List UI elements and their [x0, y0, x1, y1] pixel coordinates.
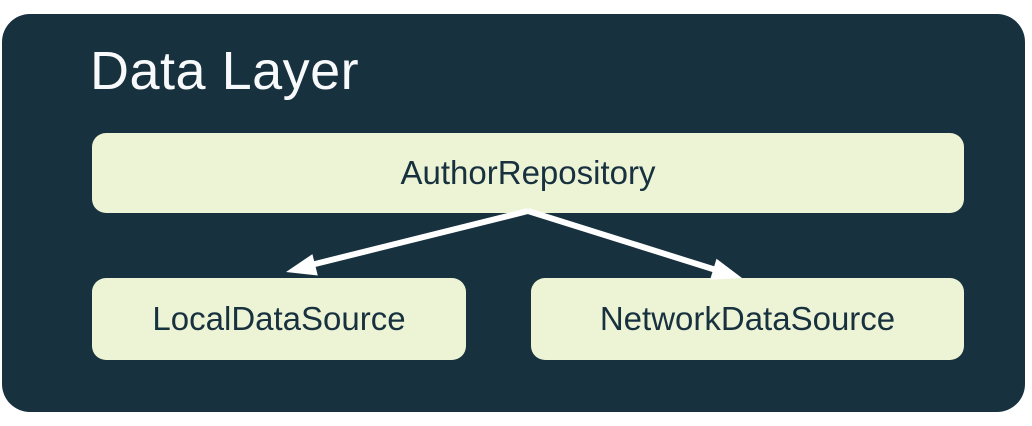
node-network-data-source: NetworkDataSource	[531, 278, 964, 360]
node-network-data-source-label: NetworkDataSource	[599, 300, 896, 337]
node-author-repository: AuthorRepository	[92, 133, 964, 213]
node-author-repository-label: AuthorRepository	[400, 154, 656, 191]
node-local-data-source: LocalDataSource	[92, 278, 466, 360]
diagram-title: Data Layer	[90, 41, 360, 101]
node-local-data-source-label: LocalDataSource	[152, 300, 406, 337]
